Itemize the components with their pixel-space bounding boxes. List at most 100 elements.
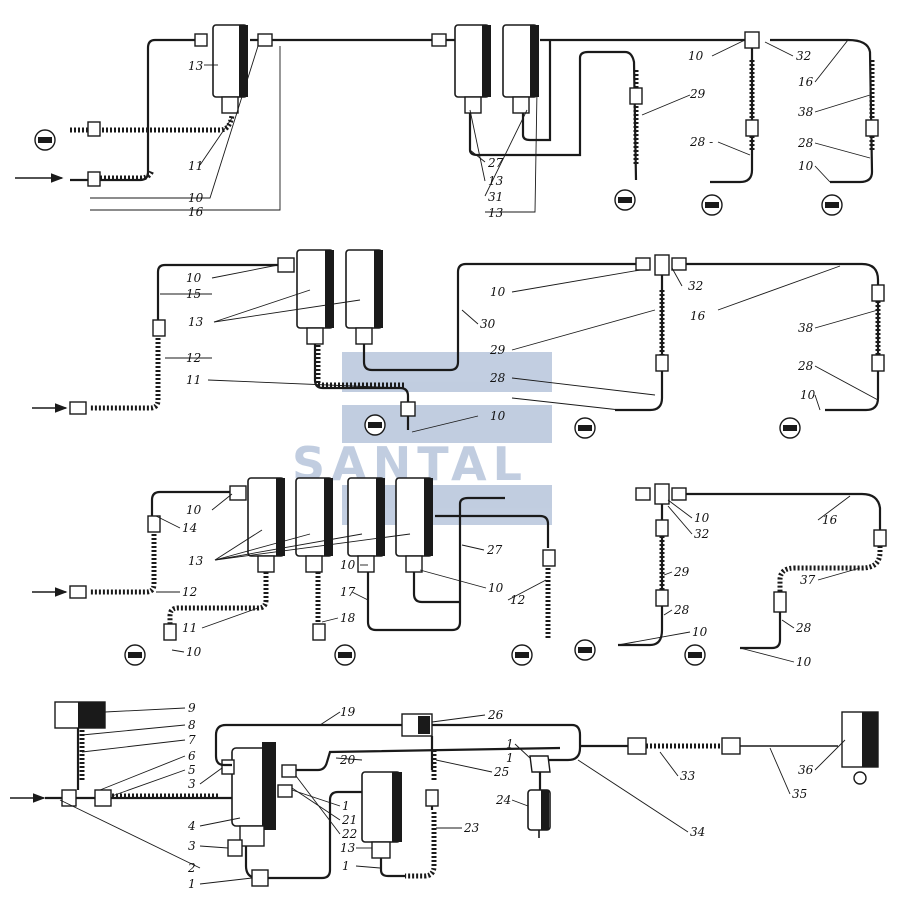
- callout-27: 27: [487, 156, 504, 170]
- injector-device-3: [511, 644, 533, 666]
- callout-10: 10: [490, 409, 506, 423]
- filter-13-left: [296, 249, 334, 345]
- callout-13: 13: [488, 206, 504, 220]
- fuel-pump-assembly: [221, 742, 276, 847]
- callout-31: 31: [488, 190, 503, 204]
- callout-3: 3: [188, 839, 196, 853]
- injector-device-1: [364, 414, 386, 436]
- filter-13-c: [347, 477, 385, 573]
- callout-34: 34: [690, 825, 705, 839]
- callout-11: 11: [182, 621, 197, 635]
- callout-14: 14: [182, 521, 197, 535]
- callout-1: 1: [506, 737, 514, 751]
- callout-10: 10: [694, 511, 710, 525]
- callout-10: 10: [692, 625, 708, 639]
- callout-1: 1: [188, 877, 196, 891]
- injector-device-2: [614, 189, 636, 211]
- callout-8: 8: [188, 718, 196, 732]
- callout-9: 9: [188, 701, 196, 715]
- callout-11: 11: [186, 373, 201, 387]
- callout-21: 21: [341, 813, 357, 827]
- callout-10: 10: [188, 191, 204, 205]
- diagram-2-two-filter-layout: 10 15 13 12 11 10 30 29 28 10 32 16 38 2…: [32, 249, 885, 439]
- callout-10: 10: [800, 388, 816, 402]
- filter-13-right: [345, 249, 383, 345]
- callout-32: 32: [796, 49, 811, 63]
- callout-10: 10: [798, 159, 814, 173]
- callout-13: 13: [188, 59, 204, 73]
- callout-33: 33: [680, 769, 696, 783]
- filter-13-d: [395, 477, 433, 573]
- filter-13-center-b: [502, 24, 539, 114]
- callout-35: 35: [792, 787, 807, 801]
- callout-10: 10: [186, 271, 202, 285]
- injector-device-2: [574, 417, 596, 439]
- callout-27: 27: [486, 543, 503, 557]
- heater-device-36: [841, 711, 879, 785]
- filter-13-lower: [361, 771, 402, 859]
- callout-11: 11: [188, 159, 203, 173]
- callout-19: 19: [340, 705, 356, 719]
- callout-10: 10: [796, 655, 812, 669]
- filter-13-left: [212, 24, 248, 114]
- callout-25: 25: [493, 765, 509, 779]
- callout-13: 13: [188, 554, 204, 568]
- callout-28: 28: [673, 603, 690, 617]
- callout-38: 38: [798, 321, 814, 335]
- callout-1: 1: [342, 859, 350, 873]
- callout-18: 18: [340, 611, 356, 625]
- callout-28: 28: [797, 359, 814, 373]
- callout-32: 32: [688, 279, 703, 293]
- callout-10: 10: [488, 581, 504, 595]
- callout-10: 10: [186, 503, 202, 517]
- callout-7: 7: [188, 733, 196, 747]
- diagram-3-four-filter-layout: 10 14 13 12 11 10 18 10 17 27 10 12 10 3…: [32, 477, 887, 669]
- callout-4: 4: [187, 819, 196, 833]
- injector-device-1: [34, 129, 56, 151]
- callout-12: 12: [510, 593, 525, 607]
- injector-device-4: [574, 639, 596, 661]
- callout-13: 13: [340, 841, 356, 855]
- filter-13-center-a: [454, 24, 491, 114]
- injector-device-4: [821, 194, 843, 216]
- callout-10: 10: [688, 49, 704, 63]
- callout-38: 38: [798, 105, 814, 119]
- callout-26: 26: [487, 708, 504, 722]
- callout-16: 16: [798, 75, 814, 89]
- callout-5: 5: [188, 763, 196, 777]
- callout-13: 13: [488, 174, 504, 188]
- callout-32: 32: [694, 527, 709, 541]
- callout-36: 36: [798, 763, 814, 777]
- callout-10: 10: [186, 645, 202, 659]
- callout-13: 13: [188, 315, 204, 329]
- callout-12: 12: [182, 585, 197, 599]
- injector-device-2: [334, 644, 356, 666]
- callout-29: 29: [689, 87, 706, 101]
- callout-28: 28 -: [689, 135, 713, 149]
- callout-30: 30: [480, 317, 496, 331]
- injector-device-5: [684, 644, 706, 666]
- fuel-tank-9: [54, 701, 106, 729]
- callout-3: 3: [188, 777, 196, 791]
- callout-1: 1: [342, 799, 350, 813]
- callout-23: 23: [463, 821, 480, 835]
- callout-28: 28: [797, 136, 814, 150]
- callout-24: 24: [495, 793, 511, 807]
- callout-16: 16: [188, 205, 204, 219]
- callout-15: 15: [186, 287, 201, 301]
- diagram-4-fuel-supply-assembly: 9 8 7 6 5 3 4 3 2 1 19 26 20 1 25 1 21 2…: [10, 701, 879, 891]
- callout-12: 12: [186, 351, 201, 365]
- filter-13-b: [295, 477, 333, 573]
- callout-1: 1: [506, 751, 514, 765]
- callout-28: 28: [489, 371, 506, 385]
- callout-22: 22: [341, 827, 357, 841]
- injector-device-1: [124, 644, 146, 666]
- filter-13-a: [247, 477, 285, 573]
- callout-10: 10: [340, 558, 356, 572]
- callout-29: 29: [489, 343, 506, 357]
- injector-device-3: [779, 417, 801, 439]
- callout-29: 29: [673, 565, 690, 579]
- filter-24: [527, 789, 551, 838]
- callout-16: 16: [822, 513, 838, 527]
